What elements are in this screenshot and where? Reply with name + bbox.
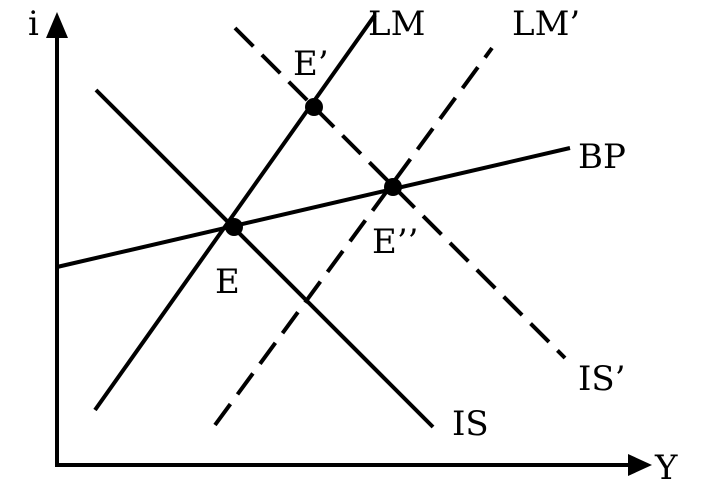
point-e-prime-label: E’	[293, 44, 329, 84]
lm-prime-curve	[213, 46, 494, 427]
y-axis-arrowhead	[46, 12, 68, 38]
is-prime-curve	[233, 26, 567, 360]
x-axis-label: Y	[654, 448, 678, 488]
is-curve	[94, 88, 435, 429]
point-e-label: E	[215, 262, 240, 302]
point-e-marker	[225, 218, 243, 236]
point-e-double-prime-marker	[384, 178, 402, 196]
bp-curve-label: BP	[578, 137, 626, 177]
lm-prime-curve-label: LM’	[512, 4, 580, 44]
y-axis-label: i	[28, 4, 39, 44]
bp-curve	[56, 146, 571, 269]
is-curve-label: IS	[452, 404, 489, 444]
x-axis-arrowhead	[628, 454, 652, 476]
is-prime-curve-label: IS’	[578, 359, 626, 399]
point-e-double-prime-label: E’’	[372, 222, 418, 262]
lm-curve	[93, 13, 377, 412]
point-e-prime-marker	[305, 98, 323, 116]
lm-curve-label: LM	[368, 4, 425, 44]
